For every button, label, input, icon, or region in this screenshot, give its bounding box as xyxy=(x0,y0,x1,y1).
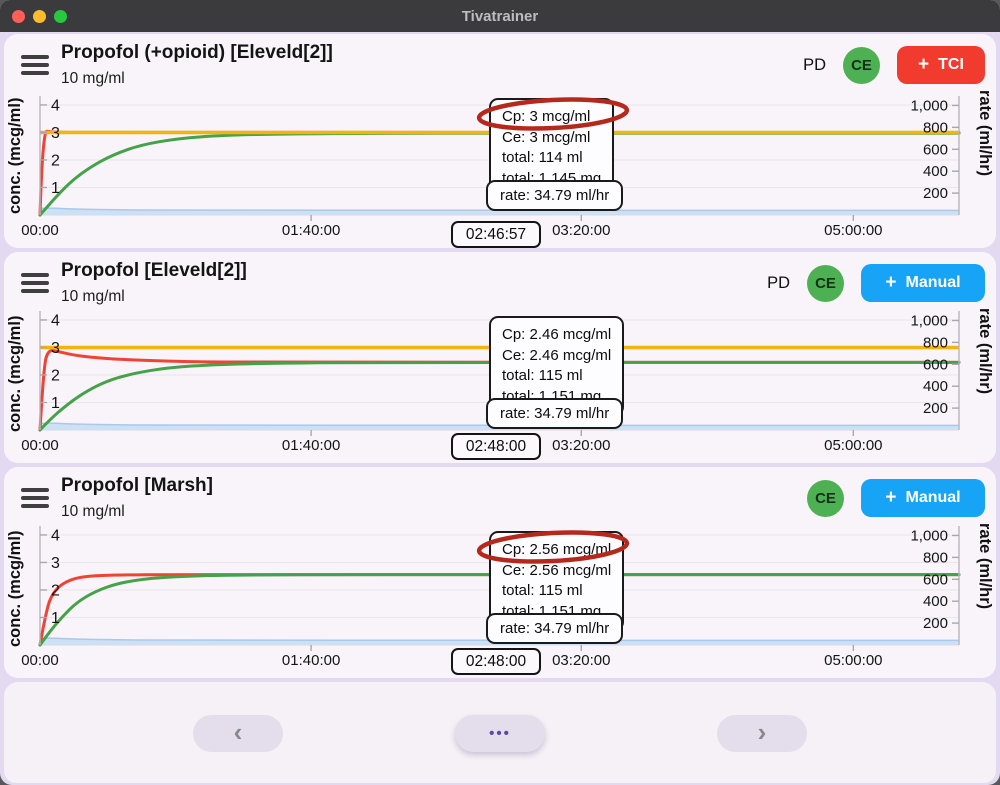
tooltip-ce: Ce: 2.56 mcg/ml xyxy=(502,561,612,579)
panel-concentration: 10 mg/ml xyxy=(61,288,125,305)
rate-readout: rate: 34.79 ml/hr xyxy=(486,398,624,429)
tooltip-total-volume: total: 114 ml xyxy=(502,149,583,166)
rate-axis-label: rate (ml/hr) xyxy=(976,308,994,395)
svg-text:600: 600 xyxy=(923,141,948,158)
drug-panel-propofol-eleveld: Propofol [Eleveld[2]] 10 mg/ml PD CE + M… xyxy=(4,252,996,463)
current-time-box[interactable]: 02:46:57 xyxy=(451,221,541,248)
footer-bar: ‹ ••• › xyxy=(4,682,996,783)
plus-icon: + xyxy=(885,487,897,508)
ce-target-badge[interactable]: CE xyxy=(843,46,880,84)
tooltip-total-volume: total: 115 ml xyxy=(502,367,583,384)
pd-label[interactable]: PD xyxy=(803,55,826,74)
close-icon[interactable] xyxy=(12,10,25,23)
panel-title: Propofol [Marsh] xyxy=(61,475,213,496)
svg-text:400: 400 xyxy=(923,163,948,180)
svg-text:400: 400 xyxy=(923,378,948,395)
current-time-box[interactable]: 02:48:00 xyxy=(451,433,541,460)
svg-text:3: 3 xyxy=(51,340,60,357)
svg-text:01:40:00: 01:40:00 xyxy=(282,437,340,454)
ellipsis-icon: ••• xyxy=(489,725,511,742)
title-bar: Tivatrainer xyxy=(0,0,1000,32)
svg-text:800: 800 xyxy=(923,119,948,136)
rate-axis-label: rate (ml/hr) xyxy=(976,523,994,610)
previous-button[interactable]: ‹ xyxy=(193,715,283,752)
svg-text:01:40:00: 01:40:00 xyxy=(282,652,340,669)
chevron-left-icon: ‹ xyxy=(233,716,243,747)
svg-text:2: 2 xyxy=(51,582,60,599)
svg-text:200: 200 xyxy=(923,615,948,632)
tooltip-ce: Ce: 3 mcg/ml xyxy=(502,128,591,146)
svg-text:1: 1 xyxy=(51,395,60,412)
svg-text:1,000: 1,000 xyxy=(910,97,948,114)
svg-text:800: 800 xyxy=(923,549,948,566)
svg-text:03:20:00: 03:20:00 xyxy=(552,222,610,239)
svg-text:01:40:00: 01:40:00 xyxy=(282,222,340,239)
manual-mode-button[interactable]: + Manual xyxy=(861,479,985,517)
plus-icon: + xyxy=(885,272,897,293)
tooltip-total-volume: total: 115 ml xyxy=(502,582,583,599)
svg-text:600: 600 xyxy=(923,571,948,588)
svg-text:03:20:00: 03:20:00 xyxy=(552,652,610,669)
svg-text:800: 800 xyxy=(923,334,948,351)
manual-mode-button[interactable]: + Manual xyxy=(861,264,985,302)
panel-title: Propofol (+opioid) [Eleveld[2]] xyxy=(61,42,333,63)
tooltip-cp: Cp: 2.46 mcg/ml xyxy=(502,326,612,343)
svg-text:00:00: 00:00 xyxy=(21,652,59,669)
panel-title: Propofol [Eleveld[2]] xyxy=(61,260,247,281)
svg-text:200: 200 xyxy=(923,400,948,417)
plus-icon: + xyxy=(918,54,930,75)
svg-text:4: 4 xyxy=(51,312,60,329)
svg-text:1: 1 xyxy=(51,610,60,627)
mode-button-label: Manual xyxy=(905,489,961,506)
svg-text:600: 600 xyxy=(923,356,948,373)
svg-text:4: 4 xyxy=(51,97,60,114)
mode-button-label: Manual xyxy=(905,274,961,291)
more-options-button[interactable]: ••• xyxy=(455,715,545,752)
ce-target-badge[interactable]: CE xyxy=(807,264,844,302)
rate-readout: rate: 34.79 ml/hr xyxy=(486,613,624,644)
ce-target-badge[interactable]: CE xyxy=(807,479,844,517)
svg-text:2: 2 xyxy=(51,367,60,384)
panel-concentration: 10 mg/ml xyxy=(61,70,125,87)
svg-text:3: 3 xyxy=(51,125,60,142)
tooltip-cp: Cp: 3 mcg/ml xyxy=(502,108,591,125)
mode-button-label: TCI xyxy=(938,56,964,73)
svg-text:200: 200 xyxy=(923,185,948,202)
panel-concentration: 10 mg/ml xyxy=(61,503,125,520)
svg-text:3: 3 xyxy=(51,555,60,572)
svg-text:05:00:00: 05:00:00 xyxy=(824,222,882,239)
chevron-right-icon: › xyxy=(757,716,767,747)
svg-text:4: 4 xyxy=(51,527,60,544)
drug-panel-propofol-marsh: Propofol [Marsh] 10 mg/ml CE + Manual co… xyxy=(4,467,996,678)
rate-axis-label: rate (ml/hr) xyxy=(976,90,994,177)
current-time-box[interactable]: 02:48:00 xyxy=(451,648,541,675)
svg-text:00:00: 00:00 xyxy=(21,437,59,454)
svg-text:05:00:00: 05:00:00 xyxy=(824,437,882,454)
tooltip-ce: Ce: 2.46 mcg/ml xyxy=(502,346,612,364)
menu-icon[interactable] xyxy=(21,55,49,79)
svg-text:00:00: 00:00 xyxy=(21,222,59,239)
window-title: Tivatrainer xyxy=(461,7,539,25)
svg-text:400: 400 xyxy=(923,593,948,610)
zoom-icon[interactable] xyxy=(54,10,67,23)
rate-readout: rate: 34.79 ml/hr xyxy=(486,180,624,211)
svg-text:1,000: 1,000 xyxy=(910,312,948,329)
menu-icon[interactable] xyxy=(21,488,49,512)
menu-icon[interactable] xyxy=(21,273,49,297)
tci-mode-button[interactable]: + TCI xyxy=(897,46,985,84)
svg-text:1,000: 1,000 xyxy=(910,527,948,544)
svg-text:05:00:00: 05:00:00 xyxy=(824,652,882,669)
svg-text:03:20:00: 03:20:00 xyxy=(552,437,610,454)
minimize-icon[interactable] xyxy=(33,10,46,23)
pd-label[interactable]: PD xyxy=(767,273,790,292)
drug-panel-propofol-opioid-eleveld: Propofol (+opioid) [Eleveld[2]] 10 mg/ml… xyxy=(4,34,996,248)
svg-text:2: 2 xyxy=(51,152,60,169)
svg-text:1: 1 xyxy=(51,180,60,197)
tooltip-cp: Cp: 2.56 mcg/ml xyxy=(502,541,612,558)
next-button[interactable]: › xyxy=(717,715,807,752)
